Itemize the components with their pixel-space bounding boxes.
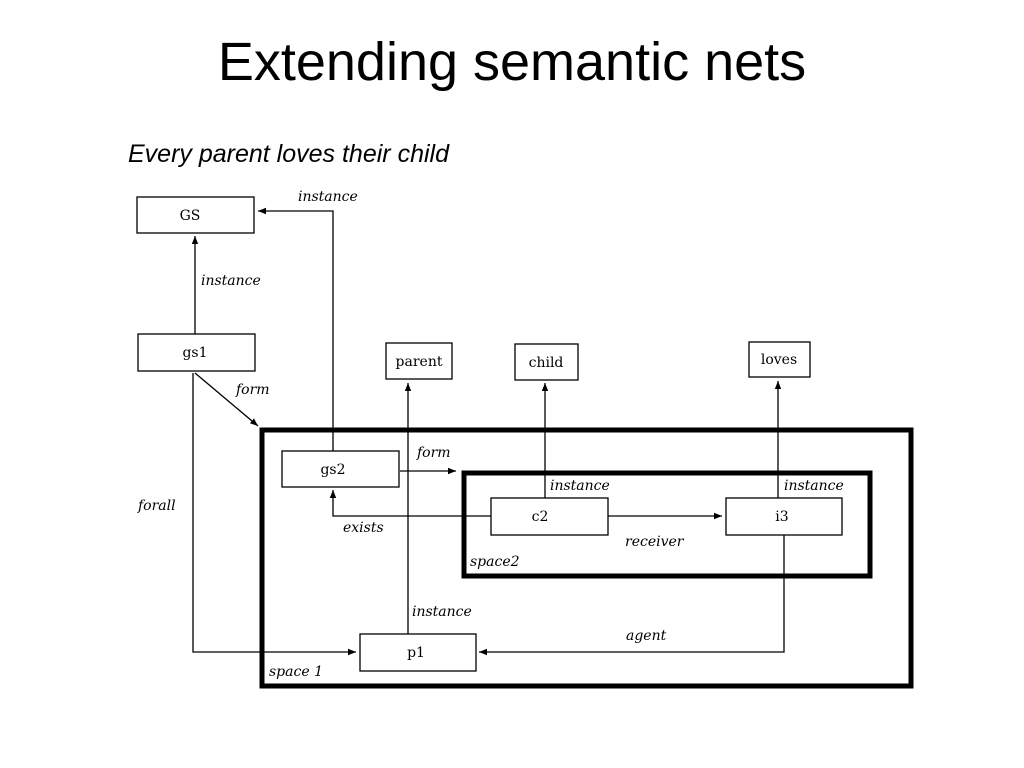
svg-text:gs2: gs2 <box>320 462 345 478</box>
edge-label-instance: instance <box>201 273 261 289</box>
space1-box <box>259 427 914 689</box>
svg-text:gs1: gs1 <box>182 345 207 361</box>
space2-box <box>461 470 873 579</box>
node-GS: GS <box>136 196 255 234</box>
edge-label-forall: forall <box>137 498 176 514</box>
space2-label: space2 <box>470 554 520 570</box>
node-i3: i3 <box>725 497 843 536</box>
edge-i3-receiver-c2: receiver <box>608 512 722 550</box>
edge-gs1-form-space1: form <box>194 372 270 427</box>
svg-text:GS: GS <box>180 208 201 224</box>
edge-c2-instance-child: instance <box>541 383 610 498</box>
edge-gs2-instance-gs: instance <box>258 189 358 451</box>
edge-label-form: form <box>235 382 270 398</box>
edge-label-form: form <box>416 445 451 461</box>
edge-label-instance: instance <box>550 478 610 494</box>
svg-text:i3: i3 <box>775 509 788 525</box>
edge-c2-exists-gs2: exists <box>329 490 491 536</box>
edge-label-instance: instance <box>298 189 358 205</box>
node-gs1: gs1 <box>137 333 256 372</box>
edge-i3-instance-loves: instance <box>774 381 844 498</box>
node-c2: c2 <box>490 497 609 536</box>
svg-text:c2: c2 <box>532 509 549 525</box>
svg-text:child: child <box>529 355 564 371</box>
edge-label-instance: instance <box>784 478 844 494</box>
slide-title: Extending semantic nets <box>217 32 807 92</box>
node-p1: p1 <box>359 633 477 672</box>
svg-text:parent: parent <box>396 354 443 370</box>
edge-label-agent: agent <box>626 628 667 644</box>
space1-label: space 1 <box>269 664 323 680</box>
node-parent: parent <box>385 342 453 380</box>
slide-subtitle: Every parent loves their child <box>128 140 449 168</box>
edge-gs2-form-space2: form <box>400 445 456 475</box>
svg-text:p1: p1 <box>407 645 425 661</box>
node-child: child <box>514 343 579 381</box>
edge-label-exists: exists <box>343 520 384 536</box>
edge-gs1-forall-p1: forall <box>137 373 356 656</box>
edge-gs1-instance-gs: instance <box>191 236 261 334</box>
svg-text:loves: loves <box>761 352 797 368</box>
edge-i3-agent-p1: agent <box>479 535 785 656</box>
edge-label-receiver: receiver <box>625 534 685 550</box>
node-loves: loves <box>748 341 811 378</box>
node-gs2: gs2 <box>281 450 400 488</box>
edge-p1-instance-parent: instance <box>404 383 472 634</box>
edge-label-instance: instance <box>412 604 472 620</box>
